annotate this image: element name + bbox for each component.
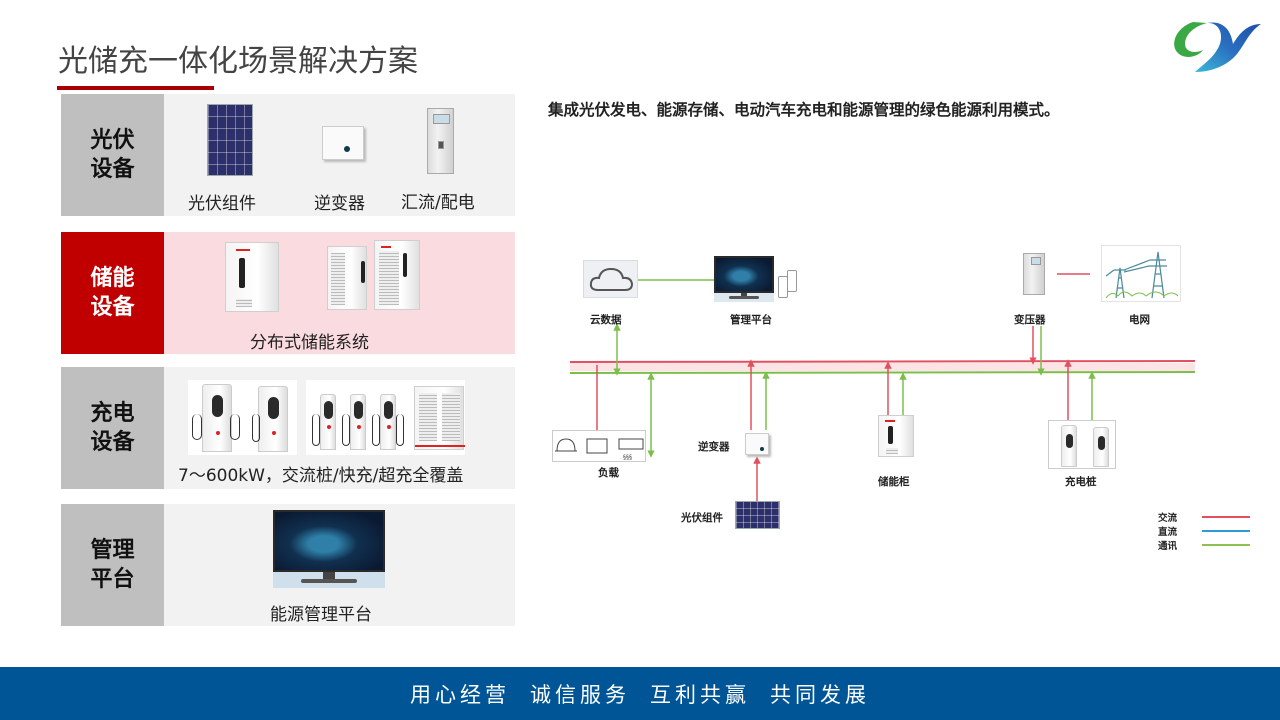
charging-pile-node xyxy=(1048,420,1116,469)
svg-text:§§§: §§§ xyxy=(623,454,632,461)
category-label: 光伏设备 xyxy=(61,94,164,216)
inverter-image xyxy=(322,126,364,160)
transformer-node xyxy=(1023,253,1045,295)
storage-cabinet-image xyxy=(225,242,279,312)
power-tower-icon xyxy=(1105,251,1179,299)
storage-cabinet-image xyxy=(327,246,367,310)
legend-comm: 通讯 xyxy=(1158,538,1250,552)
legend-comm-swatch xyxy=(1202,544,1250,546)
slogan: 共同发展 xyxy=(770,682,870,707)
management-monitor-image xyxy=(273,510,385,588)
caption-distributed-storage: 分布式储能系统 xyxy=(250,333,369,353)
category-storage-equipment: 储能设备 分布式储能系统 xyxy=(61,232,515,354)
category-body: 7～600kW，交流桩/快充/超充全覆盖 xyxy=(164,367,515,489)
slogan: 诚信服务 xyxy=(530,682,630,707)
slide-title: 光储充一体化场景解决方案 xyxy=(58,44,418,79)
comm-bus xyxy=(569,371,1196,374)
legend-dc-swatch xyxy=(1202,530,1250,532)
category-label: 储能设备 xyxy=(61,232,164,354)
label-platform: 管理平台 xyxy=(730,314,772,326)
pv-module-node xyxy=(735,501,780,529)
phone-icon xyxy=(787,270,797,292)
charging-piles-image xyxy=(306,380,465,455)
category-pv-equipment: 光伏设备 光伏组件 逆变器 汇流/配电 xyxy=(61,94,515,216)
inverter-node xyxy=(745,433,769,455)
charging-piles-image xyxy=(188,380,297,455)
footer-banner: 用心经营 诚信服务 互利共赢 共同发展 xyxy=(0,667,1280,720)
distribution-cabinet-image xyxy=(427,108,454,174)
caption-distribution: 汇流/配电 xyxy=(401,193,475,213)
cloud-data-node xyxy=(583,260,638,298)
label-cloud-data: 云数据 xyxy=(590,314,622,326)
diagram-lines xyxy=(569,273,1196,502)
load-node: §§§ xyxy=(552,430,646,462)
ac-bus xyxy=(569,360,1196,363)
label-transformer: 变压器 xyxy=(1014,314,1046,326)
label-load: 负载 xyxy=(598,467,619,479)
platform-node xyxy=(714,256,774,302)
caption-energy-platform: 能源管理平台 xyxy=(270,605,372,625)
caption-solar-panel: 光伏组件 xyxy=(188,194,256,214)
slogan: 用心经营 xyxy=(410,682,510,707)
category-body: 光伏组件 逆变器 汇流/配电 xyxy=(164,94,515,216)
appliances-icon: §§§ xyxy=(555,438,644,461)
solution-description: 集成光伏发电、能源存储、电动汽车充电和能源管理的绿色能源利用模式。 xyxy=(548,101,1060,119)
category-body: 能源管理平台 xyxy=(164,504,515,626)
caption-inverter: 逆变器 xyxy=(314,194,365,214)
storage-cabinet-node xyxy=(878,415,914,457)
legend-ac: 交流 xyxy=(1158,510,1250,524)
category-label: 充电设备 xyxy=(61,367,164,489)
label-pv-module: 光伏组件 xyxy=(681,512,723,524)
label-inverter: 逆变器 xyxy=(698,441,730,453)
slogan: 互利共赢 xyxy=(650,682,750,707)
category-charging-equipment: 充电设备 7～600kW，交流桩/快充/超充全覆盖 xyxy=(61,367,515,489)
label-grid: 电网 xyxy=(1129,314,1150,326)
title-underline xyxy=(57,86,214,90)
solar-panel-image xyxy=(207,104,253,176)
category-body: 分布式储能系统 xyxy=(164,232,515,354)
legend-dc: 直流 xyxy=(1158,524,1250,538)
power-grid-node xyxy=(1101,245,1181,302)
ac-bus-glow xyxy=(570,363,1195,371)
storage-cabinet-image xyxy=(374,240,420,310)
category-label: 管理平台 xyxy=(61,504,164,626)
system-diagram: 云数据 管理平台 变压器 电网 xyxy=(540,230,1260,560)
legend-ac-swatch xyxy=(1202,516,1250,518)
category-management-platform: 管理平台 能源管理平台 xyxy=(61,504,515,626)
company-logo xyxy=(1174,22,1261,72)
label-charging-pile: 充电桩 xyxy=(1065,476,1097,488)
cloud-icon xyxy=(589,267,634,291)
label-storage-cabinet: 储能柜 xyxy=(878,476,910,488)
caption-charging-range: 7～600kW，交流桩/快充/超充全覆盖 xyxy=(178,466,464,486)
